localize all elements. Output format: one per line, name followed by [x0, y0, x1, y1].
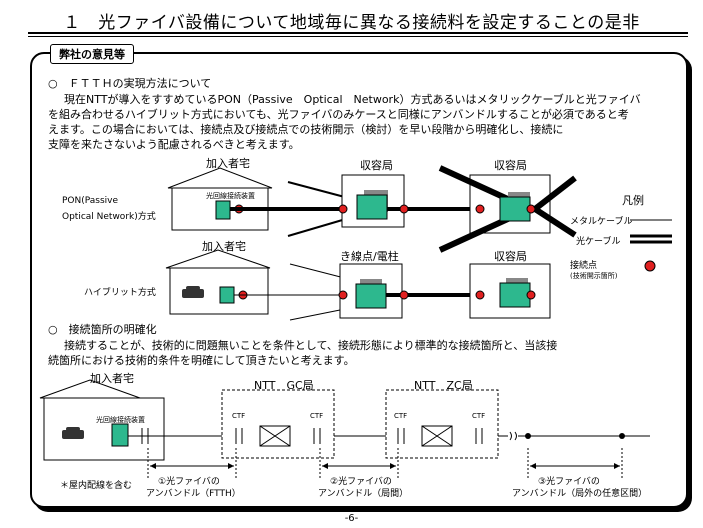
section1-line-3: えます。この場合においては、接続点及び接続点での技術開示（検討）を早い段階から明…	[48, 123, 564, 136]
house-label-1: 加入者宅	[206, 157, 250, 170]
phone-icon	[182, 286, 204, 298]
house-label-2: 加入者宅	[202, 240, 246, 253]
section1-line-2: を組み合わせるハイブリット方式においても、光ファイバのみケースと同様にアンバンド…	[48, 108, 629, 121]
onu-box-3	[111, 423, 129, 447]
legend-point-label: 接続点	[570, 261, 598, 271]
connection-point	[338, 290, 348, 300]
onu-label-3: 光回線接続装置	[96, 416, 145, 424]
legend-title: 凡例	[622, 194, 644, 207]
station-label-3: 収容局	[494, 250, 527, 263]
legend-fiber-label: 光ケーブル	[576, 237, 621, 247]
ctf-label: CTF	[232, 412, 246, 420]
connection-point	[475, 290, 485, 300]
unbundle-3-b: アンバンドル（局外の任意区間）	[512, 489, 648, 499]
panel-tab: 弊社の意見等	[50, 44, 134, 64]
legend-metal-label: メタルケーブル	[570, 217, 633, 227]
section2-heading: ○ 接続箇所の明確化	[48, 323, 157, 336]
pon-label-2: Optical Network)方式	[62, 212, 156, 222]
gc-label: NTT GC局	[254, 379, 314, 392]
section2-line-2: 続箇所における技術的条件を明確にして頂きたいと考えます。	[48, 354, 355, 367]
legend-point-dot	[644, 260, 656, 272]
connection-point	[475, 204, 485, 214]
hybrid-house	[165, 249, 271, 315]
station-label-1: 収容局	[360, 159, 393, 172]
zc-station	[385, 389, 499, 459]
page-number: -6-	[344, 513, 359, 524]
house-label-3: 加入者宅	[90, 372, 134, 385]
phone-icon	[62, 427, 84, 439]
pole-label: き線点/電柱	[340, 250, 399, 263]
house-2	[39, 379, 165, 461]
ctf-label: CTF	[472, 412, 486, 420]
section1-heading: ○ ＦＴＴＨの実現方法について	[48, 77, 212, 90]
ctf-label: CTF	[310, 412, 324, 420]
unbundle-2-b: アンバンドル（局間）	[318, 489, 409, 499]
page-title: １ 光ファイバ設備について地域毎に異なる接続料を設定することの是非	[63, 13, 640, 33]
connection-point	[526, 290, 536, 300]
connection-point	[399, 290, 409, 300]
hybrid-label: ハイブリット方式	[84, 288, 156, 298]
section2-line-1: 接続することが、技術的に問題無いことを条件として、接続形態により標準的な接続箇所…	[64, 339, 558, 352]
title-rule	[28, 32, 688, 34]
connection-point	[338, 204, 348, 214]
unbundle-3-a: ③光ファイバの	[538, 477, 600, 487]
onu-label-1: 光回線接続装置	[206, 192, 255, 200]
pon-label-1: PON(Passive	[62, 196, 119, 206]
station-label-2: 収容局	[494, 159, 527, 172]
gc-station	[221, 389, 335, 459]
unbundle-1-a: ①光ファイバの	[158, 477, 220, 487]
ctf-label: CTF	[394, 412, 408, 420]
connection-point	[399, 204, 409, 214]
zc-label: NTT ZC局	[414, 379, 473, 392]
legend-point-sub: (技術開示箇所)	[570, 272, 618, 280]
onu-box-2	[219, 286, 235, 304]
unbundle-1-b: アンバンドル（FTTH）	[146, 489, 241, 499]
unbundle-2-a: ②光ファイバの	[330, 477, 392, 487]
station-box-3	[469, 263, 551, 319]
section1-line-1: 現在NTTが導入をすすめているPON（Passive Optical Netwo…	[64, 93, 641, 106]
indoor-wiring-note: ＊屋内配線を含む	[60, 481, 133, 491]
onu-box-1	[215, 200, 231, 220]
section1-line-4: 支障を来たさないよう配慮されるべきと考えます。	[48, 138, 300, 151]
title-rule-thin	[28, 36, 688, 37]
